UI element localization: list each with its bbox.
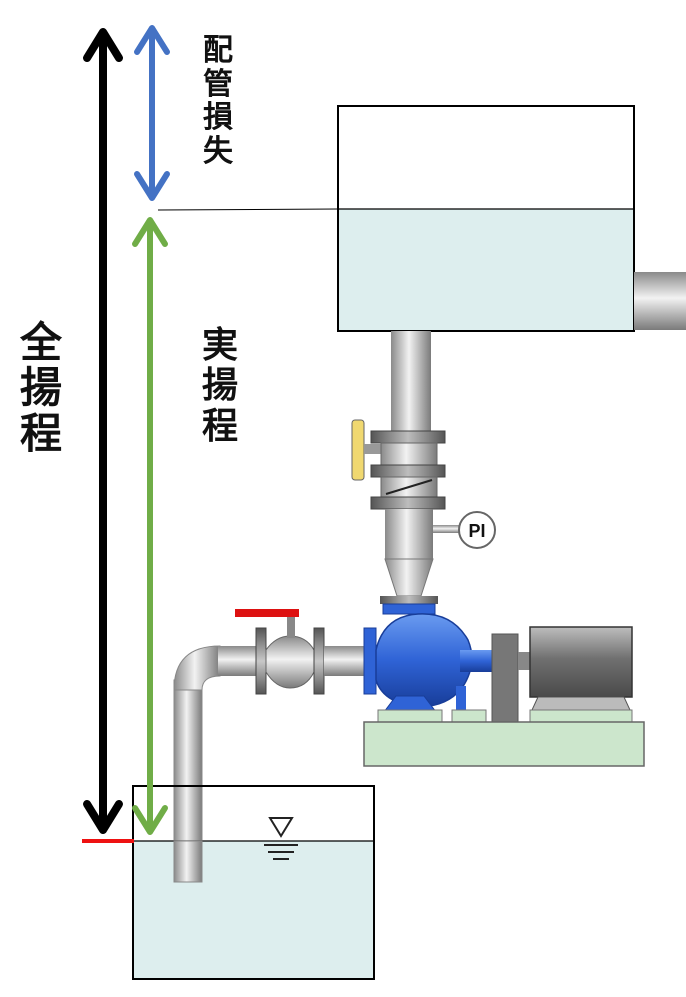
total-head-arrow [83, 28, 123, 834]
gate-valve-flange-bottom [370, 464, 446, 478]
suction-valve-flange-left [255, 627, 267, 695]
actual-head-char: 揚 [201, 365, 238, 407]
actual-head-char: 程 [201, 405, 238, 447]
pump-suction-flange [363, 627, 377, 695]
motor-foot-pad [529, 709, 633, 723]
upper-tank-water [338, 209, 634, 331]
pump [375, 613, 519, 723]
pump-foot-pad [377, 709, 443, 723]
motor-body [529, 626, 633, 698]
pipe-loss-char: 管 [203, 66, 233, 102]
water-surface-icon [264, 817, 298, 860]
pipe-loss-char: 失 [203, 133, 233, 169]
discharge-pipe: PI [351, 331, 496, 615]
suction-pipe-elbow [173, 645, 221, 691]
coupling-guard [491, 633, 519, 723]
gate-valve-body [380, 442, 438, 466]
reducer [384, 558, 434, 597]
pump-discharge-flange-gray [380, 596, 438, 604]
total-head-label: 全 揚 程 [16, 320, 66, 456]
pump-discharge-flange-blue [382, 603, 436, 615]
check-valve-flange [370, 496, 446, 510]
suction-valve-flange-right [313, 627, 325, 695]
lower-tank-water [133, 841, 374, 979]
motor-foot [531, 696, 631, 711]
suction-valve-stem [287, 612, 295, 638]
pipe-loss-label: 配 管 損 失 [198, 34, 238, 168]
bearing-support [456, 686, 466, 712]
suction-valve-handle [235, 609, 299, 617]
upper-level-reference-line [157, 208, 339, 211]
total-head-char: 揚 [19, 363, 62, 413]
upper-tank-outline [337, 105, 635, 332]
pipe-loss-char: 損 [203, 100, 233, 136]
suction-pipe-horizontal-2 [324, 646, 364, 676]
motor-shaft [518, 652, 532, 670]
total-head-char: 程 [19, 408, 62, 458]
gauge-tap [433, 525, 459, 533]
discharge-pipe-lower [385, 509, 433, 559]
actual-head-arrow [132, 217, 168, 835]
gate-valve-stem [364, 444, 384, 454]
pump-shaft-housing [460, 650, 492, 672]
suction-pipe-horizontal-1 [218, 646, 258, 676]
lower-tank [132, 785, 375, 980]
actual-head-char: 実 [201, 325, 238, 366]
discharge-pipe-upper [391, 331, 431, 431]
bearing-foot [451, 709, 487, 723]
gate-valve-flange-top [370, 430, 446, 444]
total-head-char: 全 [19, 318, 62, 367]
pipe-loss-char: 配 [203, 33, 233, 68]
check-valve-disc [385, 479, 433, 495]
base-frame [363, 721, 645, 767]
outlet-pipe [634, 272, 686, 330]
pressure-gauge-label: PI [468, 521, 485, 541]
gate-valve-handle [351, 419, 365, 481]
actual-head-label: 実 揚 程 [198, 325, 242, 447]
pressure-gauge [458, 511, 496, 549]
suction-valve-body [265, 635, 315, 689]
lower-tank-outline [132, 785, 375, 980]
pipe-loss-arrow [134, 25, 170, 201]
upper-tank [337, 105, 686, 332]
motor [518, 626, 633, 723]
suction-pipe-submerged [173, 840, 203, 883]
